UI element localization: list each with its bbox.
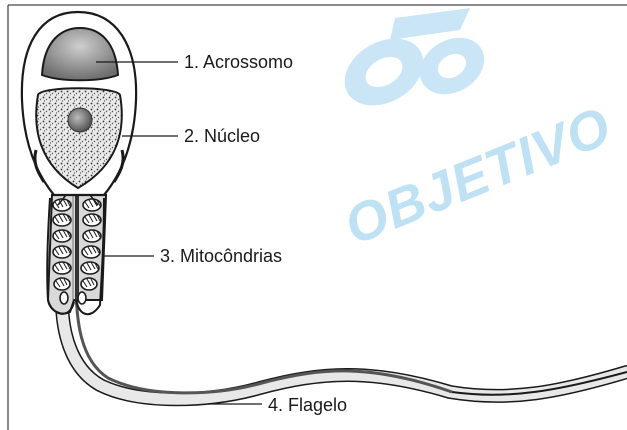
watermark-emblem [333,8,495,119]
flagellum [62,282,627,399]
label-flagellum: 4. Flagelo [268,396,347,414]
midpiece [47,178,106,314]
label-nucleus: 2. Núcleo [184,127,260,145]
label-acrosome: 1. Acrossomo [184,53,293,71]
label-mitochondria: 3. Mitocôndrias [160,247,282,265]
nucleolus [68,108,92,132]
